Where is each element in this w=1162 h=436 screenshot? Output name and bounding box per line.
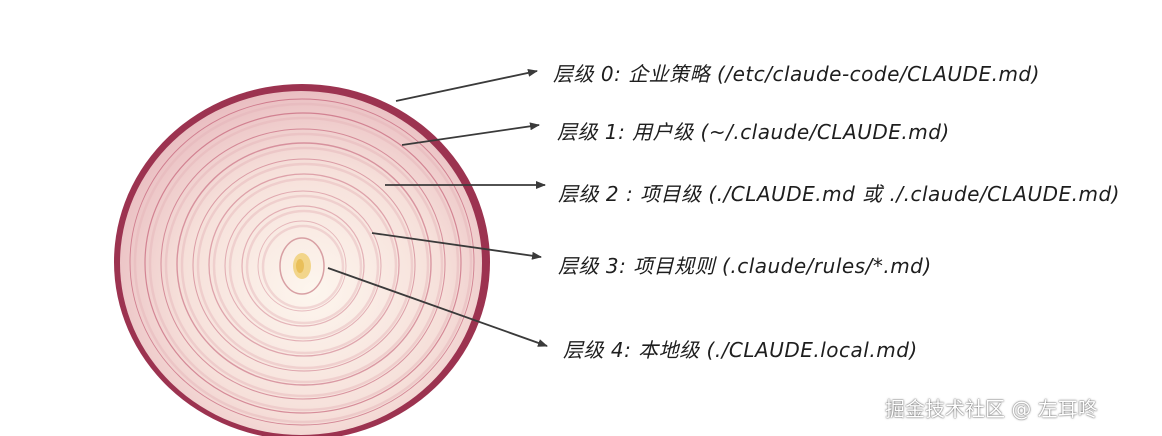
arrow-layer-0 xyxy=(395,68,538,102)
onion-ring-shade xyxy=(261,224,345,310)
onion-ring-shade xyxy=(196,162,414,370)
onion-ring xyxy=(224,190,382,342)
arrow-layer-3 xyxy=(371,232,542,260)
onion-ring xyxy=(257,220,347,312)
label-layer-1: 层级 1: 用户级 (~/.claude/CLAUDE.md) xyxy=(557,120,950,144)
watermark: 掘金技术社区 @ 左耳咚 xyxy=(885,397,1098,421)
label-layer-2: 层级 2 : 项目级 (./CLAUDE.md 或 ./.claude/CLAU… xyxy=(558,182,1120,206)
label-layer-3: 层级 3: 项目规则 (.claude/rules/*.md) xyxy=(558,254,932,278)
onion-core-outline xyxy=(279,237,325,295)
arrow-layer-4 xyxy=(327,267,548,347)
onion-ring xyxy=(176,142,432,386)
onion-ring-shade xyxy=(133,102,473,424)
label-layer-4: 层级 4: 本地级 (./CLAUDE.local.md) xyxy=(563,338,918,362)
onion-ring xyxy=(208,173,400,357)
onion-ring xyxy=(160,128,446,400)
onion-ring xyxy=(129,98,475,426)
onion-ring-shade xyxy=(228,194,380,340)
label-layer-0: 层级 0: 企业策略 (/etc/claude-code/CLAUDE.md) xyxy=(553,62,1040,86)
onion-ring-shade xyxy=(180,146,430,384)
onion-rings xyxy=(129,98,475,426)
arrow-layer-1 xyxy=(401,122,540,146)
onion-ring-shade xyxy=(164,132,444,398)
onion-ring xyxy=(192,158,416,372)
onion-ring xyxy=(144,112,462,414)
onion-core-center xyxy=(296,259,304,273)
onion-ring-shade xyxy=(212,177,398,355)
onion-ring-shade xyxy=(245,209,363,325)
onion-ring-shade xyxy=(148,116,460,412)
onion-ring xyxy=(241,205,365,327)
